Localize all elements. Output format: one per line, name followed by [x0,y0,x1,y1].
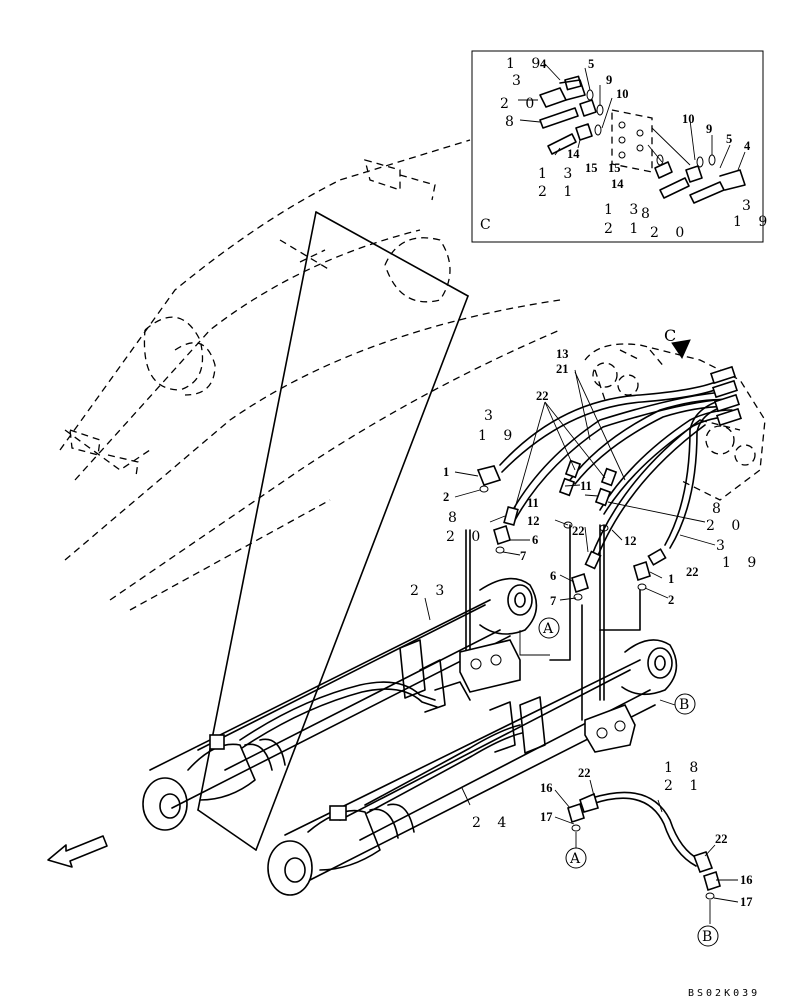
label-1-right: 1 [668,572,674,586]
inset-label-8-right: 8 [641,206,656,222]
label-2-right: 2 [668,593,674,607]
label-12-left: 12 [527,514,540,528]
label-2-left: 2 [443,490,449,504]
inset-label-21-right: 2 1 [604,221,644,237]
inset-label-14-right: 14 [611,177,624,191]
label-21-top: 21 [556,362,569,376]
tube-lines [465,524,641,721]
label-3-hose: 3 [484,408,499,424]
inset-label-5-right: 5 [726,132,732,146]
projection-lines [197,211,469,851]
label-16-lower-b: 16 [740,873,753,887]
label-21-lower: 2 1 [664,778,704,794]
label-18-lower: 1 8 [664,760,704,776]
inset-label-15-left: 15 [585,161,598,175]
inset-label-9-left: 9 [606,73,612,87]
marker-b-lower [697,925,719,947]
label-7-left: 7 [520,549,526,563]
label-cylinder-23: 2 3 [410,583,450,599]
label-17-lower-a: 17 [540,810,553,824]
inset-label-8-left: 8 [505,114,520,130]
inset-label-19-right: 1 9 [733,214,773,230]
label-22-right: 22 [686,565,699,579]
label-1-left: 1 [443,465,449,479]
fittings-main [476,459,667,601]
label-17-lower-b: 17 [740,895,753,909]
inset-label-19-left: 1 9 [506,56,546,72]
inset-label-3-left: 3 [512,73,527,89]
marker-a-lower-label: A [569,851,581,867]
inset-label-10-right: 10 [682,112,695,126]
inset-label-5-left: 5 [588,57,594,71]
leader-lines-main [454,369,716,601]
label-19-hose: 1 9 [478,428,518,444]
inset-label-15-right: 15 [608,161,621,175]
inset-label-10-left: 10 [616,87,629,101]
marker-a-upper-label: A [542,621,554,637]
label-22-lower-a: 22 [578,766,591,780]
label-8-left: 8 [448,510,463,526]
label-12-right: 12 [624,534,637,548]
label-20-left: 2 0 [446,529,486,545]
label-16-lower-a: 16 [540,781,553,795]
label-6-mid: 6 [550,569,556,583]
valve-block-dashed [584,343,766,501]
connection-markers: A B A B [519,617,719,947]
marker-a-upper [538,617,560,639]
inset-label-3-right: 3 [742,198,757,214]
drawing-code: BS02K039 [688,988,760,999]
inset-label-4-right: 4 [744,139,751,153]
inset-label-21-left: 2 1 [538,184,578,200]
label-19-right: 1 9 [722,555,762,571]
label-cylinder-24: 2 4 [472,815,512,831]
inset-label-20-left: 2 0 [500,96,540,112]
label-22-mid: 22 [572,524,585,538]
label-11-left: 11 [527,496,539,510]
label-3-right: 3 [716,538,731,554]
view-direction-arrow-c: C [664,326,691,360]
leader-23 [424,597,431,621]
inset-label-4-left: 4 [540,57,547,71]
view-arrow-label: C [664,326,682,345]
inset-label-13-right: 1 3 [604,202,644,218]
marker-b-upper [674,693,696,715]
marker-a-lower [565,847,587,869]
label-22-top: 22 [536,389,549,403]
cylinder-24 [267,639,678,896]
label-7-mid: 7 [550,594,556,608]
lower-hose [554,779,739,924]
inset-label-9-right: 9 [706,122,712,136]
cylinder-23 [142,577,538,831]
boom-outline-dashed [59,139,561,611]
main-labels: 13 21 22 3 1 9 1 2 8 2 0 11 12 6 7 22 6 … [410,347,762,909]
marker-b-lower-label: B [702,929,712,945]
label-20-right: 2 0 [706,518,746,534]
label-6-left: 6 [532,533,538,547]
inset-view-letter: C [480,217,497,233]
inset-view-c: C [471,50,773,243]
inset-label-13-left: 1 3 [538,166,578,182]
label-13-top: 13 [556,347,569,361]
inset-label-20-right: 2 0 [650,225,690,241]
label-22-lower-b: 22 [715,832,728,846]
label-11-right: 11 [580,479,592,493]
front-direction-arrow [47,835,108,868]
marker-b-upper-label: B [679,697,689,713]
label-8-right: 8 [712,501,727,517]
leader-24 [461,787,471,806]
inset-label-14-left: 14 [567,147,580,161]
